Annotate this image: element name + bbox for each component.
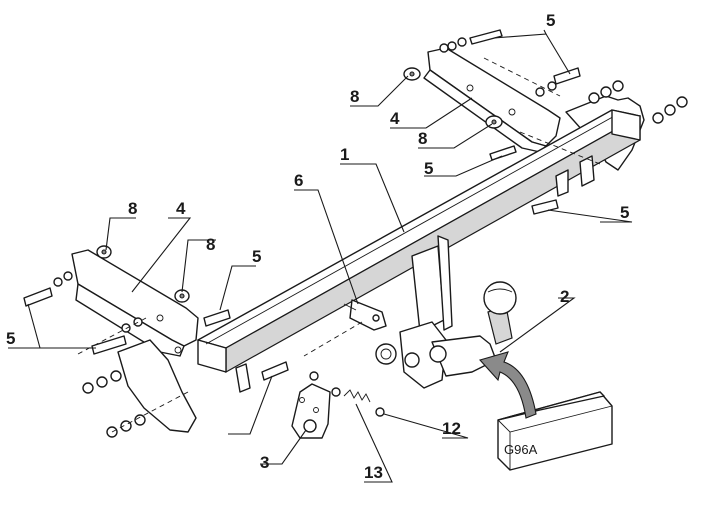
callout-5-left-upper: 5 — [252, 247, 261, 266]
main-cross-beam — [197, 109, 641, 393]
callout-8-middle: 8 — [418, 129, 427, 148]
tow-ball — [429, 281, 517, 363]
socket-bracket — [291, 371, 331, 439]
ball-box-label: G96A — [504, 442, 538, 457]
callout-8-top: 8 — [350, 87, 359, 106]
callout-13: 13 — [364, 463, 383, 482]
callout-8-left-lower: 8 — [206, 235, 215, 254]
ball-box: G96A — [497, 391, 613, 471]
callout-5-middle: 5 — [424, 159, 433, 178]
washers — [96, 67, 503, 303]
callout-5-right: 5 — [620, 203, 629, 222]
callout-12: 12 — [442, 419, 461, 438]
callout-4-left: 4 — [176, 199, 186, 218]
callout-2: 2 — [560, 287, 569, 306]
callout-5-left: 5 — [6, 329, 15, 348]
left-side-bracket — [71, 249, 199, 433]
callout-6: 6 — [294, 171, 303, 190]
callout-8-left: 8 — [128, 199, 137, 218]
callout-labels: 1 2 3 4 4 5 5 5 5 5 6 8 8 8 8 12 13 — [6, 11, 629, 482]
callout-1: 1 — [340, 145, 349, 164]
install-arrow — [479, 351, 537, 419]
callout-4-right: 4 — [390, 109, 400, 128]
leader-lines — [8, 29, 633, 483]
ball-carrier — [375, 235, 497, 389]
callout-3: 3 — [260, 453, 269, 472]
bolts-and-nuts — [23, 29, 688, 438]
callout-5-top: 5 — [546, 11, 555, 30]
screw — [375, 407, 385, 417]
spring — [331, 387, 371, 403]
socket-plate — [343, 299, 387, 331]
